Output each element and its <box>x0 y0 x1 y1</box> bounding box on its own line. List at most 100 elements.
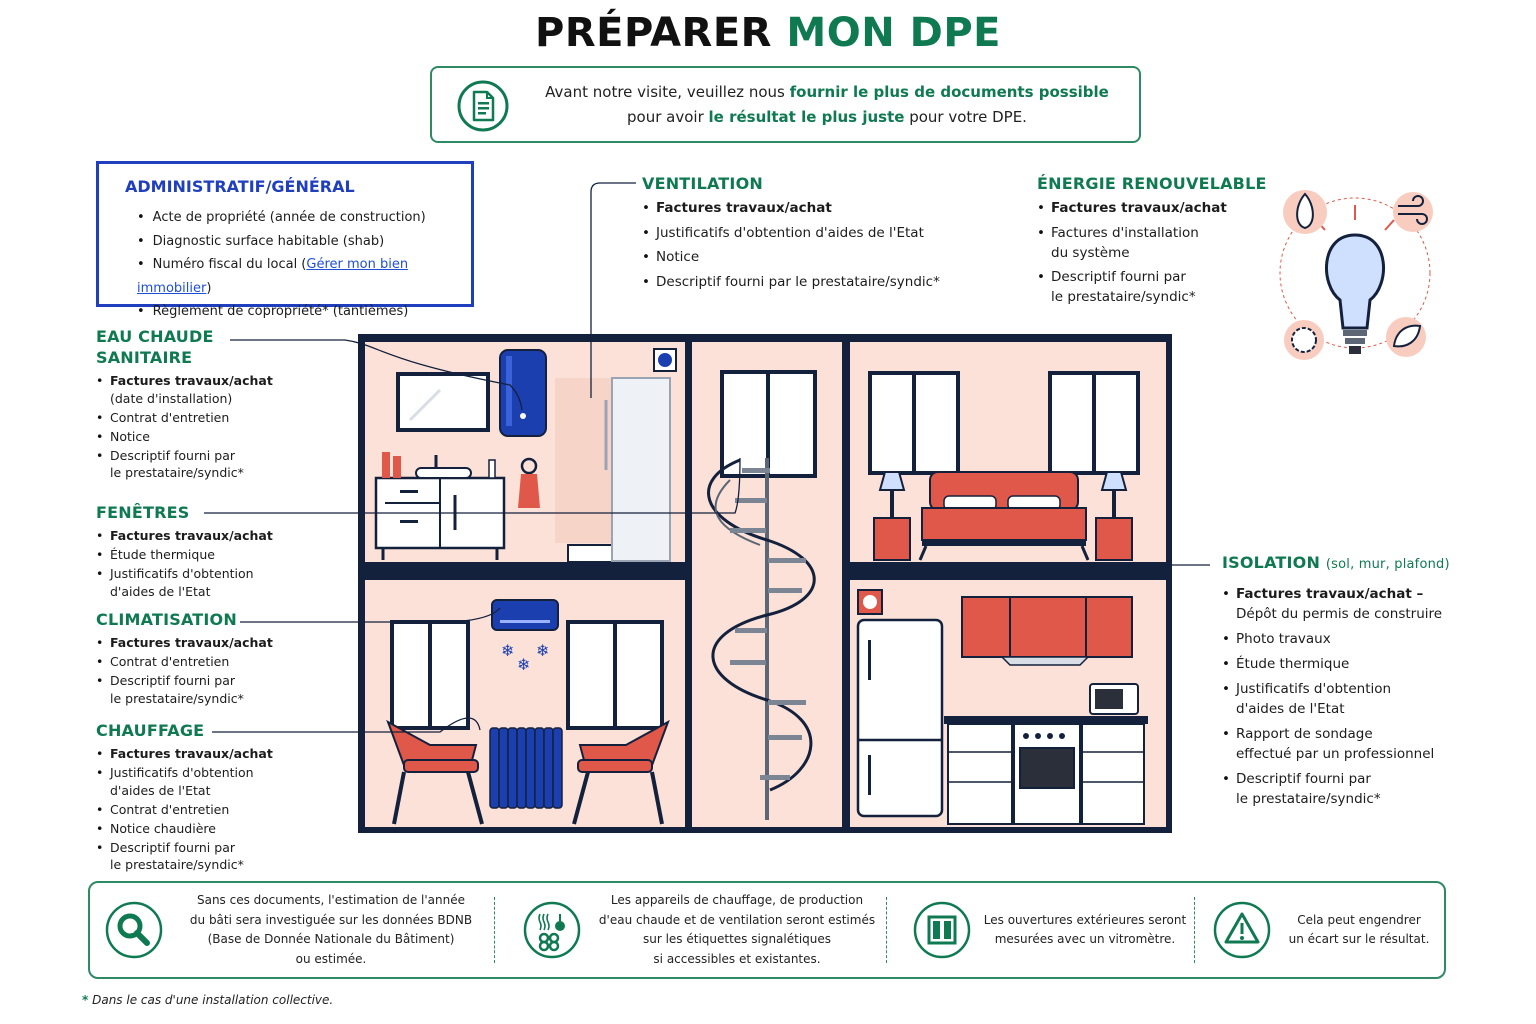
admin-box: ADMINISTRATIF/GÉNÉRAL Acte de propriété … <box>96 161 474 319</box>
list-item: Factures travaux/achat <box>1037 198 1267 218</box>
document-icon <box>457 80 509 132</box>
insulation-title-text: ISOLATION <box>1222 553 1321 572</box>
intro-highlight-1: fournir le plus de documents possible <box>789 83 1109 101</box>
radiator <box>489 727 563 809</box>
insulation-section: ISOLATION (sol, mur, plafond) Factures t… <box>1222 552 1482 814</box>
list-item: Factures d'installation du système <box>1037 223 1267 263</box>
text-line: mesurées avec un vitromètre. <box>994 932 1176 946</box>
text-line: Les appareils de chauffage, de productio… <box>610 893 864 907</box>
hot-water-title: EAU CHAUDE SANITAIRE <box>96 326 326 368</box>
info-text-bdnb: Sans ces documents, l'estimation de l'an… <box>176 883 486 977</box>
hot-water-title-1: EAU CHAUDE <box>96 327 214 346</box>
page-title: PRÉPARER MON DPE <box>0 10 1536 56</box>
air-conditioner: ❄ ❄ ❄ <box>491 599 559 674</box>
svg-text:❄: ❄ <box>517 655 530 674</box>
list-item: Acte de propriété (année de construction… <box>137 206 471 230</box>
item-text-2: le prestataire/syndic* <box>110 857 244 872</box>
list-item: Photo travaux <box>1222 629 1482 649</box>
insulation-subtitle: (sol, mur, plafond) <box>1325 557 1450 572</box>
item-text: Étude thermique <box>1236 656 1350 672</box>
info-cell-appliances: Les appareils de chauffage, de productio… <box>508 883 888 977</box>
item-text-2: d'aides de l'Etat <box>110 583 211 599</box>
admin-title: ADMINISTRATIF/GÉNÉRAL <box>125 177 355 196</box>
intro-highlight-2: le résultat le plus juste <box>708 108 905 126</box>
item-text-2: le prestataire/syndic* <box>1236 791 1381 807</box>
item-text: Justificatifs d'obtention <box>110 566 254 581</box>
text-line: du bâti sera investiguée sur les données… <box>189 912 473 927</box>
item-text: Contrat d'entretien <box>110 801 230 817</box>
item-text-2: le prestataire/syndic* <box>1051 289 1196 305</box>
footnote-text: Dans le cas d'une installation collectiv… <box>88 993 334 1007</box>
house-frame <box>358 334 1172 833</box>
item-text: Factures travaux/achat – <box>1236 586 1424 602</box>
appliance-icon <box>523 901 581 959</box>
sun-icon <box>1284 320 1324 360</box>
divider <box>494 897 495 963</box>
text-line: Les ouvertures extérieures seront <box>983 912 1187 927</box>
list-item: Justificatifs d'obtention d'aides de l'Et… <box>96 565 326 600</box>
item-text: Factures d'installation <box>1051 224 1199 241</box>
item-text-2: du système <box>1051 244 1130 261</box>
heating-title: CHAUFFAGE <box>96 721 205 740</box>
intro-text: Avant notre visite, veuillez nous fourni… <box>532 80 1122 130</box>
heating-section: CHAUFFAGE Factures travaux/achat Justifi… <box>96 720 326 875</box>
list-item: Factures travaux/achat <box>96 745 326 763</box>
intro-text-c: pour votre DPE. <box>904 108 1027 126</box>
text-line: ou estimée. <box>295 951 367 966</box>
search-icon <box>105 901 163 959</box>
list-item: Contrat d'entretien <box>96 801 326 819</box>
renewable-energy-title: ÉNERGIE RENOUVELABLE <box>1037 174 1267 193</box>
item-text: Contrat d'entretien <box>110 409 230 425</box>
item-text: Factures travaux/achat <box>656 200 832 216</box>
item-text-2: (date d'installation) <box>110 390 233 406</box>
list-item: Factures travaux/achat <box>96 527 326 545</box>
list-item: Contrat d'entretien <box>96 653 326 671</box>
hot-water-title-2: SANITAIRE <box>96 348 193 367</box>
item-text: Factures travaux/achat <box>110 373 273 388</box>
info-text-appliances: Les appareils de chauffage, de productio… <box>592 883 882 977</box>
text-line: si accessibles et existantes. <box>653 951 821 966</box>
svg-text:❄: ❄ <box>501 641 514 660</box>
bedroom <box>868 371 1140 561</box>
title-part-2: MON DPE <box>786 10 1001 56</box>
item-text-2: d'aides de l'Etat <box>110 782 211 798</box>
list-item: Notice <box>642 247 1002 267</box>
air-conditioning-section: CLIMATISATION Factures travaux/achat Con… <box>96 609 326 709</box>
item-text: Contrat d'entretien <box>110 654 230 669</box>
list-item: Contrat d'entretien <box>96 409 326 427</box>
title-part-1: PRÉPARER <box>535 10 772 56</box>
manage-property-link[interactable]: Gérer mon bien immobilier <box>137 257 409 296</box>
item-text: Factures travaux/achat <box>110 746 273 761</box>
insulation-title: ISOLATION (sol, mur, plafond) <box>1222 552 1482 575</box>
item-text-2: d'aides de l'Etat <box>1236 701 1345 717</box>
info-text-windows: Les ouvertures extérieures seront mesurée… <box>982 883 1188 977</box>
list-item: Étude thermique <box>1222 654 1482 674</box>
windows-title: FENÊTRES <box>96 503 190 522</box>
air-conditioning-title: CLIMATISATION <box>96 610 237 629</box>
fiscal-text: Numéro fiscal du local ( <box>152 257 307 272</box>
item-text: Notice <box>110 428 150 444</box>
leaf-icon <box>1386 317 1426 357</box>
item-text: Descriptif fourni par <box>1236 771 1371 787</box>
bottom-info-box: Sans ces documents, l'estimation de l'an… <box>88 881 1446 979</box>
living-room: ❄ ❄ ❄ <box>386 599 670 825</box>
item-text: Notice <box>656 249 700 265</box>
ventilation-section: VENTILATION Factures travaux/achat Justi… <box>642 173 1002 296</box>
lightbulb-icon <box>1279 197 1431 354</box>
list-item: Justificatifs d'obtention d'aides de l'E… <box>642 223 1002 243</box>
info-cell-bdnb: Sans ces documents, l'estimation de l'an… <box>90 883 494 977</box>
item-text-2: effectué par un professionnel <box>1236 746 1435 762</box>
intro-text-b: pour avoir <box>627 108 709 126</box>
info-cell-windows: Les ouvertures extérieures seront mesurée… <box>898 883 1198 977</box>
item-text: Descriptif fourni par <box>110 673 235 688</box>
list-item: Notice <box>96 428 326 446</box>
water-heater <box>499 349 547 437</box>
list-item: Étude thermique <box>96 546 326 564</box>
text-line: un écart sur le résultat. <box>1288 932 1430 946</box>
